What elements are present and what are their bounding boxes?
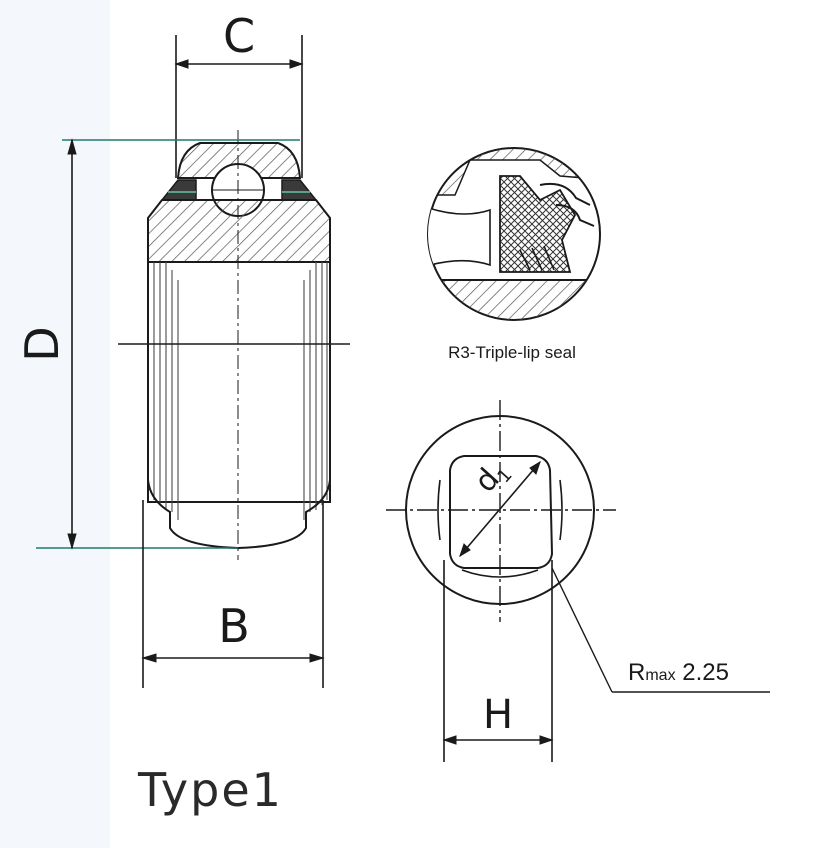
- square-bore: [449, 455, 554, 569]
- seal-caption: R3-Triple-lip seal: [448, 343, 576, 362]
- dimension-b-label: B: [218, 599, 250, 653]
- background-tint: [0, 0, 110, 848]
- seal-right: [281, 179, 318, 201]
- dimension-c-label: C: [223, 9, 255, 63]
- seal-detail-view: [427, 147, 601, 321]
- bearing-section-view: [36, 35, 350, 688]
- dimension-d-label: D: [15, 326, 69, 361]
- outer-ring-section: [176, 142, 302, 179]
- inner-ring-section: [147, 199, 331, 263]
- radius-note: Rmax 2.25: [628, 659, 729, 686]
- end-view: [386, 400, 770, 762]
- inner-ring-body: [147, 261, 331, 503]
- type-label: Type1: [137, 763, 283, 817]
- seal-left: [160, 179, 197, 201]
- dimension-h-label: H: [483, 692, 513, 738]
